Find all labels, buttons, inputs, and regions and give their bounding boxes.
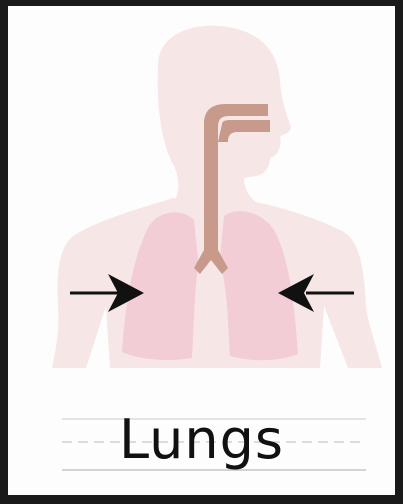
lungs-illustration [8,6,395,406]
word-label: Lungs [8,408,395,472]
handwriting-lines: Lungs [8,406,395,495]
